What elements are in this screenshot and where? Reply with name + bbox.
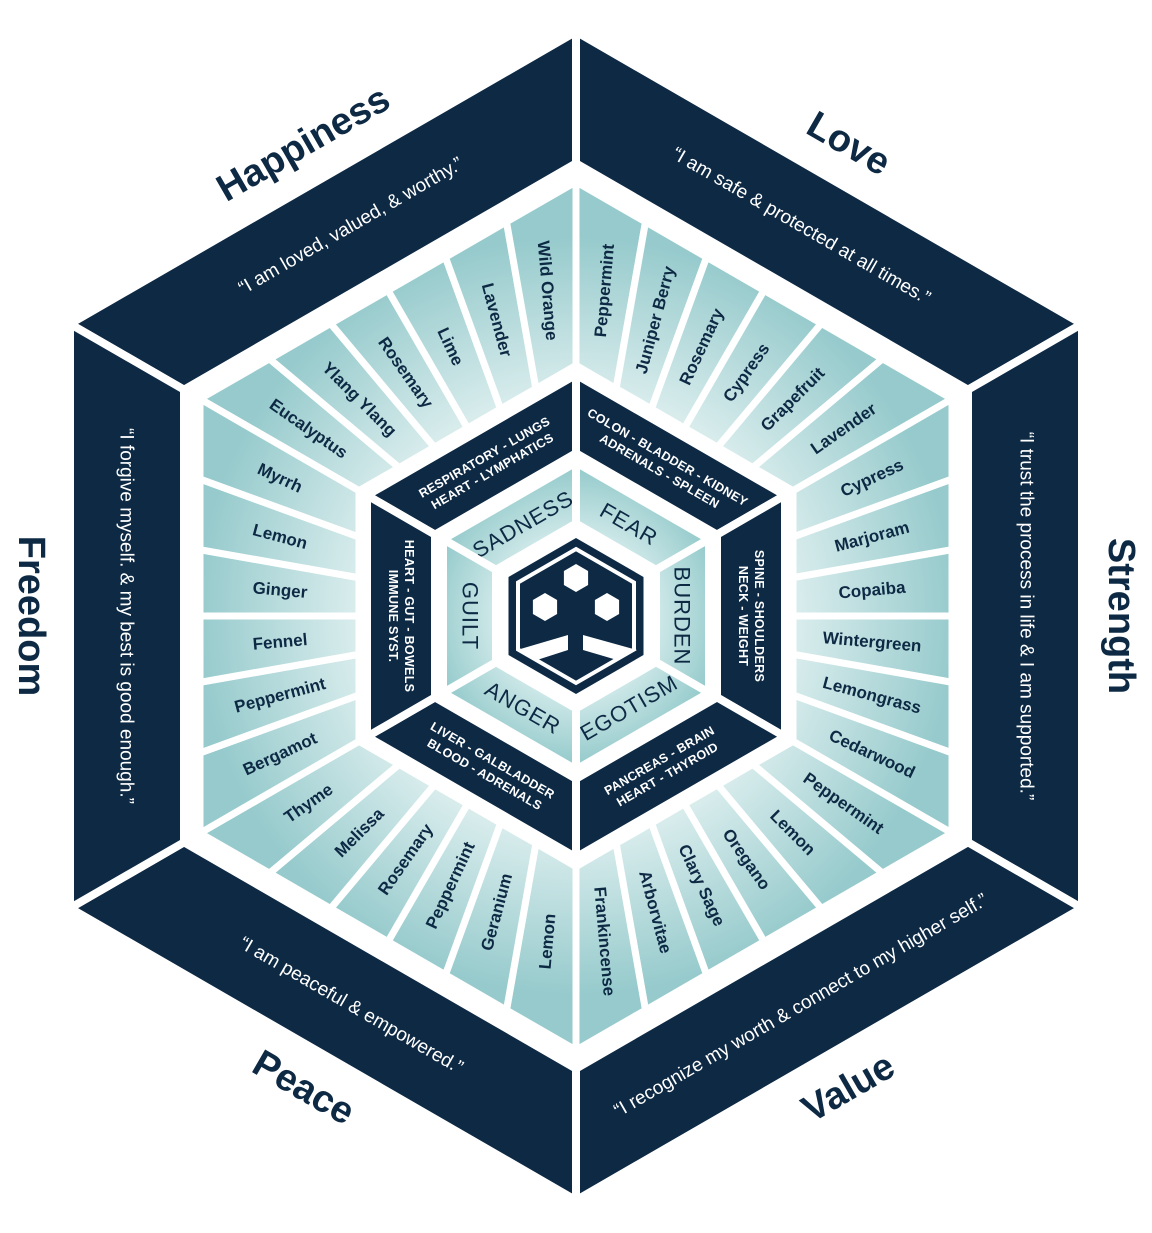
logo-outer-shape [508, 538, 644, 694]
oil-label: Fennel [252, 630, 308, 654]
logo-ground-left [517, 635, 568, 660]
logo-ground-right [583, 635, 637, 660]
body-segment-freedom [363, 488, 439, 744]
hexagon-tree-logo-icon [508, 538, 644, 694]
emotion-segment-freedom [439, 532, 500, 700]
emotion-label: BURDEN [670, 567, 695, 666]
oil-label: Lemon [536, 913, 560, 970]
affirmation-quote: “I trust the process in life & I am supp… [1016, 432, 1037, 801]
oil-label: Ginger [252, 578, 309, 602]
logo-ring-shape [516, 546, 636, 686]
oil-strip [196, 392, 363, 542]
logo-hex-left-icon [532, 593, 558, 621]
sector-title-freedom: Freedom [10, 536, 52, 696]
body-systems-line: SPINE - SHOULDERS [752, 550, 766, 682]
body-systems-line: IMMUNE SYST. [386, 570, 400, 663]
affirmation-segment-freedom [66, 316, 188, 916]
logo-hex-top-icon [563, 564, 589, 592]
affirmation-quote: “I forgive myself. & my best is good eno… [116, 428, 137, 804]
body-systems-line: HEART - GUT - BOWELS [402, 540, 416, 693]
sector-title-strength: Strength [1100, 538, 1142, 694]
body-systems-line: NECK - WEIGHT [736, 566, 750, 666]
logo-hex-right-icon [594, 593, 620, 621]
emotion-label: GUILT [458, 582, 483, 650]
